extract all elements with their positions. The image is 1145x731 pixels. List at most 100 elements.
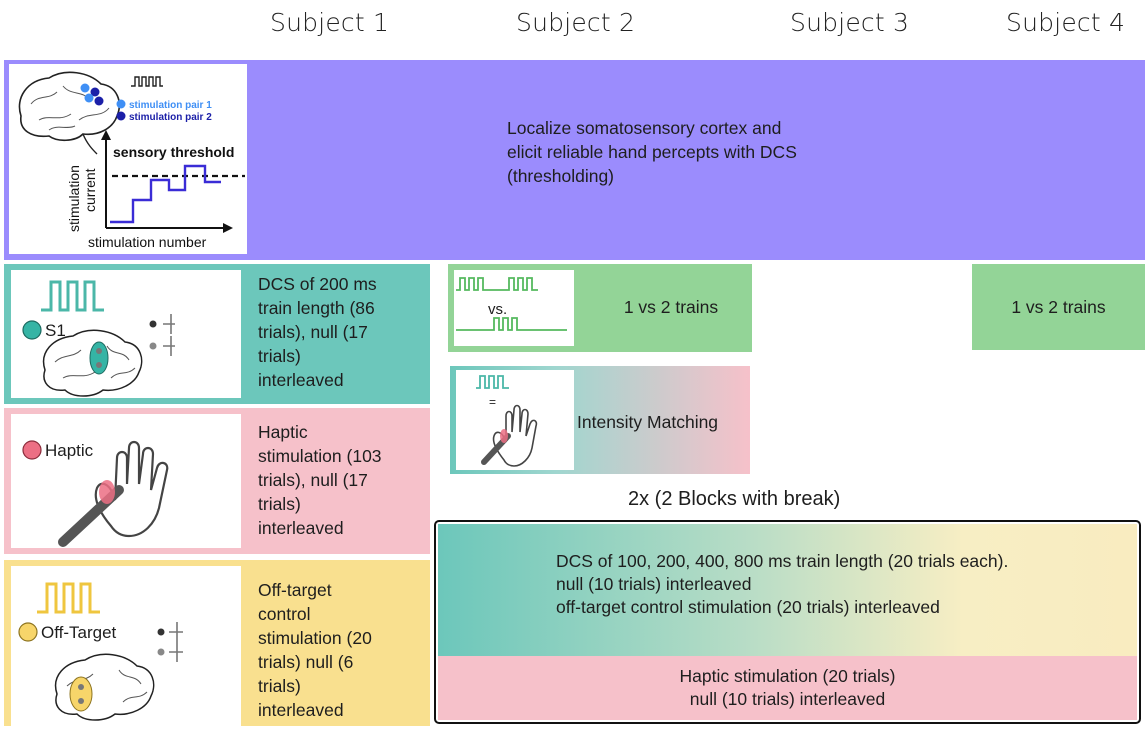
dcs-block-line: DCS of 100, 200, 400, 800 ms train lengt…	[556, 551, 1009, 571]
threshold-graphic: stimulation pair 1 stimulation pair 2 se…	[18, 71, 245, 250]
s1-figure: S1	[11, 270, 241, 398]
single-train-icon	[456, 317, 567, 331]
staircase-line	[110, 164, 221, 224]
offtarget-label: Off-Target	[41, 623, 117, 642]
subject-2-header: Subject 2	[516, 8, 636, 37]
dcs-block: DCS of 100, 200, 400, 800 ms train lengt…	[438, 524, 1137, 656]
s1-description-line: DCS of 200 ms	[258, 274, 377, 294]
waveform-icon	[163, 314, 175, 334]
thresholding-line: elicit reliable hand percepts with DCS	[507, 142, 797, 162]
thresholding-line: Localize somatosensory cortex and	[507, 118, 782, 138]
legend-dot-pair-2	[116, 111, 126, 121]
plot-title: sensory threshold	[113, 144, 234, 160]
s1-description-line: train length (86	[258, 298, 375, 318]
s1-label: S1	[45, 321, 66, 340]
trains-panel-subject-4	[972, 264, 1145, 350]
s1-marker-icon	[22, 320, 42, 340]
haptic-block-text: Haptic stimulation (20 trials) null (10 …	[438, 665, 1137, 711]
electrode-dot	[94, 96, 104, 106]
s1-description: DCS of 200 ms train length (86 trials), …	[258, 272, 428, 392]
brain-icon	[54, 653, 155, 721]
x-label: stimulation number	[88, 234, 207, 250]
electrode-dot	[84, 93, 94, 103]
thresholding-figure: stimulation pair 1 stimulation pair 2 se…	[9, 64, 247, 254]
dcs-block-text: DCS of 100, 200, 400, 800 ms train lengt…	[556, 550, 1136, 619]
brain-icon	[18, 71, 121, 155]
intensity-figure: =	[456, 370, 574, 470]
subject-1-header: Subject 1	[270, 8, 390, 37]
offtarget-marker-icon	[18, 622, 38, 642]
electrode-dot	[157, 648, 165, 656]
legend-pair-1: stimulation pair 1	[129, 100, 212, 111]
subject-3-header: Subject 3	[790, 8, 910, 37]
electrode-dot	[78, 684, 84, 690]
pulse-train-icon	[476, 375, 509, 389]
haptic-description-line: stimulation (103	[258, 446, 382, 466]
electrode-dot	[149, 320, 157, 328]
legend-pair-2: stimulation pair 2	[129, 112, 212, 123]
dcs-block-line: off-target control stimulation (20 trial…	[556, 597, 940, 617]
offtarget-description-line: trials)	[258, 676, 301, 696]
blocks-title: 2x (2 Blocks with break)	[628, 488, 841, 510]
haptic-graphic: Haptic	[22, 440, 169, 547]
haptic-description-line: interleaved	[258, 518, 344, 538]
pulse-train-icon	[131, 76, 163, 87]
offtarget-graphic: Off-Target	[18, 582, 183, 721]
pulse-train-icon	[37, 582, 100, 614]
intensity-graphic: =	[476, 375, 538, 467]
double-train-icon	[456, 277, 538, 291]
electrode-dot	[96, 362, 102, 368]
offtarget-description-line: control	[258, 604, 311, 624]
haptic-contact	[500, 429, 508, 443]
waveform-icon	[169, 642, 183, 662]
offtarget-description-line: Off-target	[258, 580, 332, 600]
trains-label-subject-2: 1 vs 2 trains	[623, 297, 719, 317]
haptic-label: Haptic	[45, 441, 94, 460]
trains-figure: vs.	[454, 270, 574, 346]
y-label-line-1: stimulation	[66, 165, 82, 232]
electrode-dot	[80, 83, 90, 93]
s1-description-line: trials), null (17	[258, 322, 368, 342]
offtarget-description: Off-target control stimulation (20 trial…	[258, 578, 428, 722]
electrode-dot	[78, 698, 84, 704]
electrode-dot	[90, 87, 100, 97]
offtarget-description-line: stimulation (20	[258, 628, 372, 648]
waveform-icon	[163, 336, 175, 356]
haptic-description: Haptic stimulation (103 trials), null (1…	[258, 420, 428, 540]
haptic-block: Haptic stimulation (20 trials) null (10 …	[438, 656, 1137, 720]
x-axis-arrow-icon	[223, 223, 233, 233]
electrode-dot	[96, 348, 102, 354]
thresholding-line: (thresholding)	[507, 166, 614, 186]
electrode-strip	[69, 676, 93, 712]
electrode-strip	[89, 341, 109, 375]
blocks-container: DCS of 100, 200, 400, 800 ms train lengt…	[434, 520, 1141, 724]
hand-icon	[492, 404, 538, 467]
y-label-line-2: current	[82, 168, 98, 212]
offtarget-description-line: interleaved	[258, 700, 344, 720]
dcs-block-line: null (10 trials) interleaved	[556, 574, 752, 594]
offtarget-figure: Off-Target	[11, 566, 241, 726]
haptic-marker-icon	[22, 440, 42, 460]
haptic-block-line: null (10 trials) interleaved	[689, 689, 886, 709]
thresholding-description: Localize somatosensory cortex and elicit…	[507, 116, 927, 188]
haptic-figure: Haptic	[11, 414, 241, 548]
electrode-dot	[149, 342, 157, 350]
electrode-dot	[157, 628, 165, 636]
trains-label-subject-4: 1 vs 2 trains	[1011, 297, 1106, 317]
haptic-block-line: Haptic stimulation (20 trials)	[679, 666, 896, 686]
trains-graphic: vs.	[456, 277, 567, 331]
offtarget-description-line: trials) null (6	[258, 652, 354, 672]
haptic-description-line: trials)	[258, 494, 301, 514]
vs-label: vs.	[488, 301, 507, 318]
s1-description-line: trials)	[258, 346, 301, 366]
y-axis-arrow-icon	[101, 130, 111, 140]
s1-graphic: S1	[22, 280, 175, 397]
legend-dot-pair-1	[116, 99, 126, 109]
intensity-label: Intensity Matching	[577, 412, 719, 432]
pulse-train-icon	[41, 280, 104, 312]
waveform-icon	[169, 622, 183, 642]
haptic-description-line: trials), null (17	[258, 470, 368, 490]
equals-sign: =	[489, 395, 496, 409]
s1-description-line: interleaved	[258, 370, 344, 390]
subject-4-header: Subject 4	[1006, 8, 1126, 37]
